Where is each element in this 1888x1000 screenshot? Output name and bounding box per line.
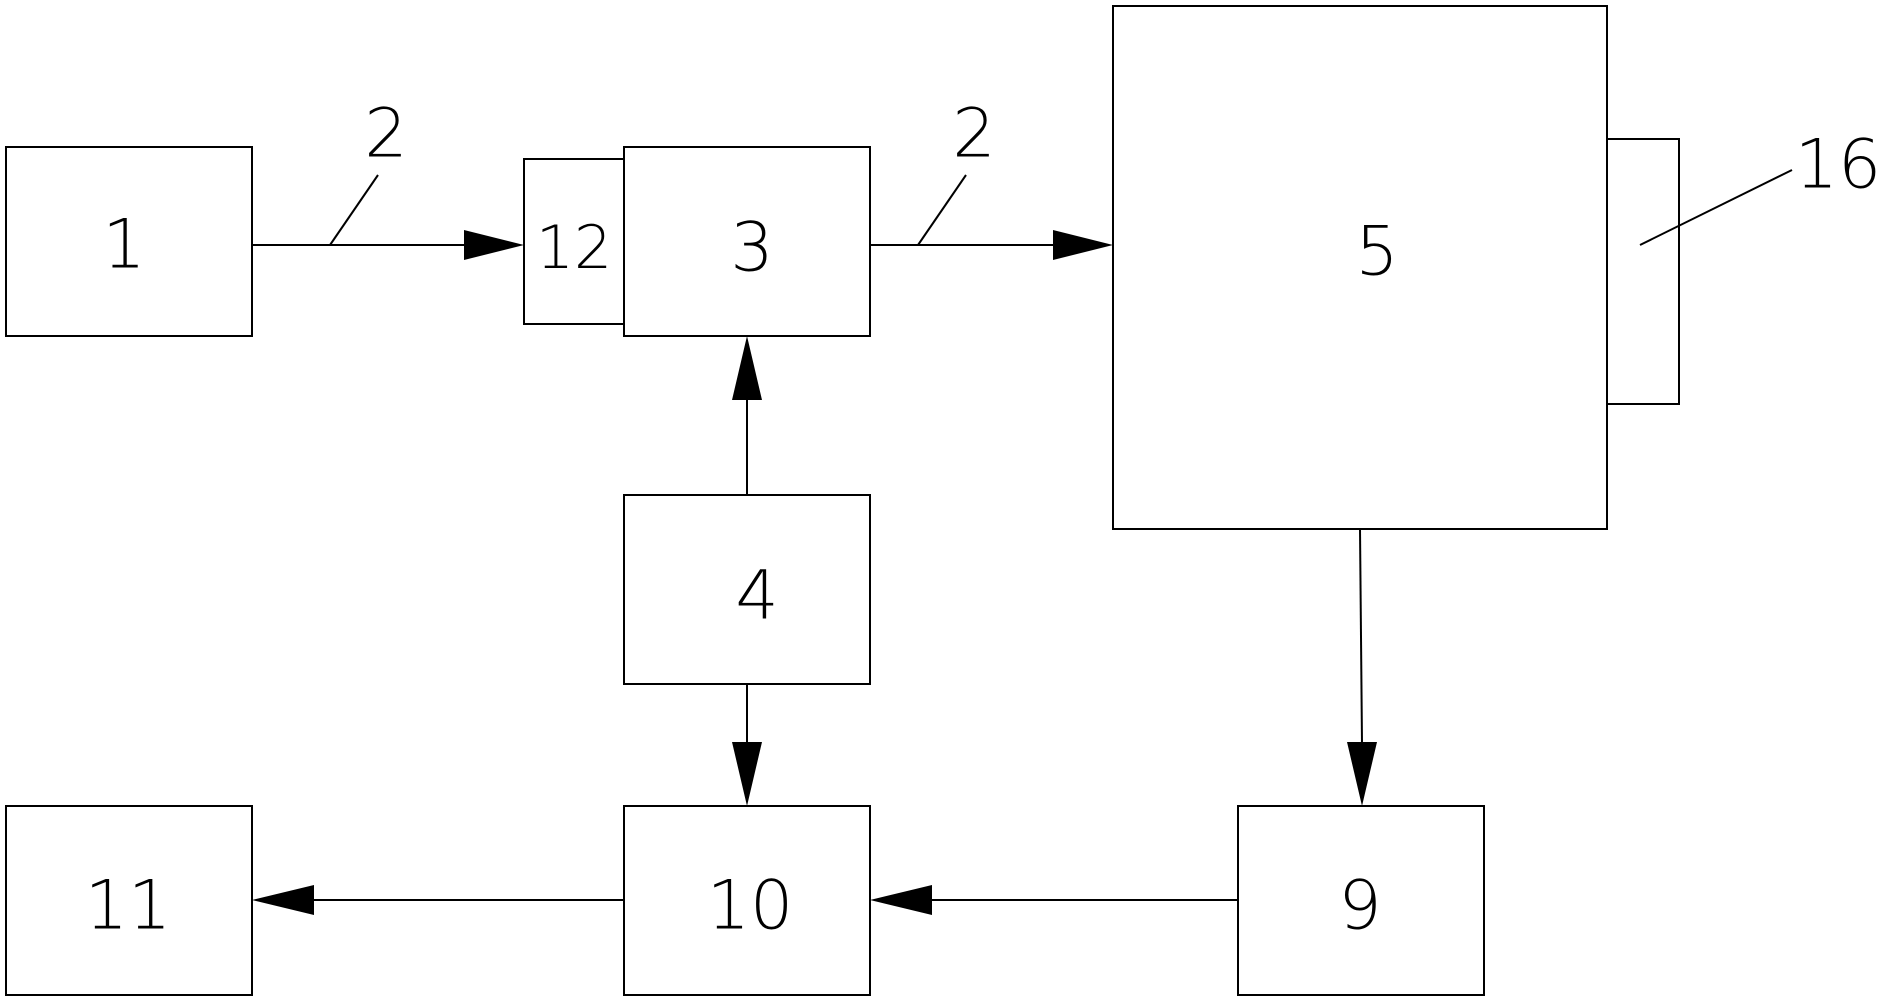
leader-conduit-left [329, 174, 379, 246]
label-block-5: 5 [1355, 213, 1398, 292]
label-block-12: 12 [536, 213, 612, 283]
label-block-11: 11 [85, 867, 172, 946]
arrowhead-into-10-right [870, 885, 932, 915]
arrowhead-into-9 [1347, 742, 1377, 806]
label-block-16: 16 [1795, 126, 1882, 205]
arrowhead-into-12 [464, 230, 524, 260]
arrowhead-into-5 [1053, 230, 1113, 260]
connector-5-to-9 [1359, 528, 1363, 745]
label-block-4: 4 [735, 557, 778, 636]
label-block-10: 10 [707, 867, 794, 946]
block-16 [1606, 138, 1680, 405]
block-11 [5, 805, 253, 996]
label-block-1: 1 [102, 206, 145, 285]
arrowhead-into-11 [252, 885, 314, 915]
arrowhead-into-3 [732, 336, 762, 400]
leader-block-16 [1639, 169, 1793, 246]
label-conduit-left: 2 [364, 95, 407, 174]
label-conduit-right: 2 [952, 95, 995, 174]
arrowhead-into-10-top [732, 742, 762, 806]
label-block-3: 3 [730, 209, 773, 288]
label-block-9: 9 [1338, 867, 1381, 946]
leader-conduit-right [917, 174, 967, 246]
block-1 [5, 146, 253, 337]
